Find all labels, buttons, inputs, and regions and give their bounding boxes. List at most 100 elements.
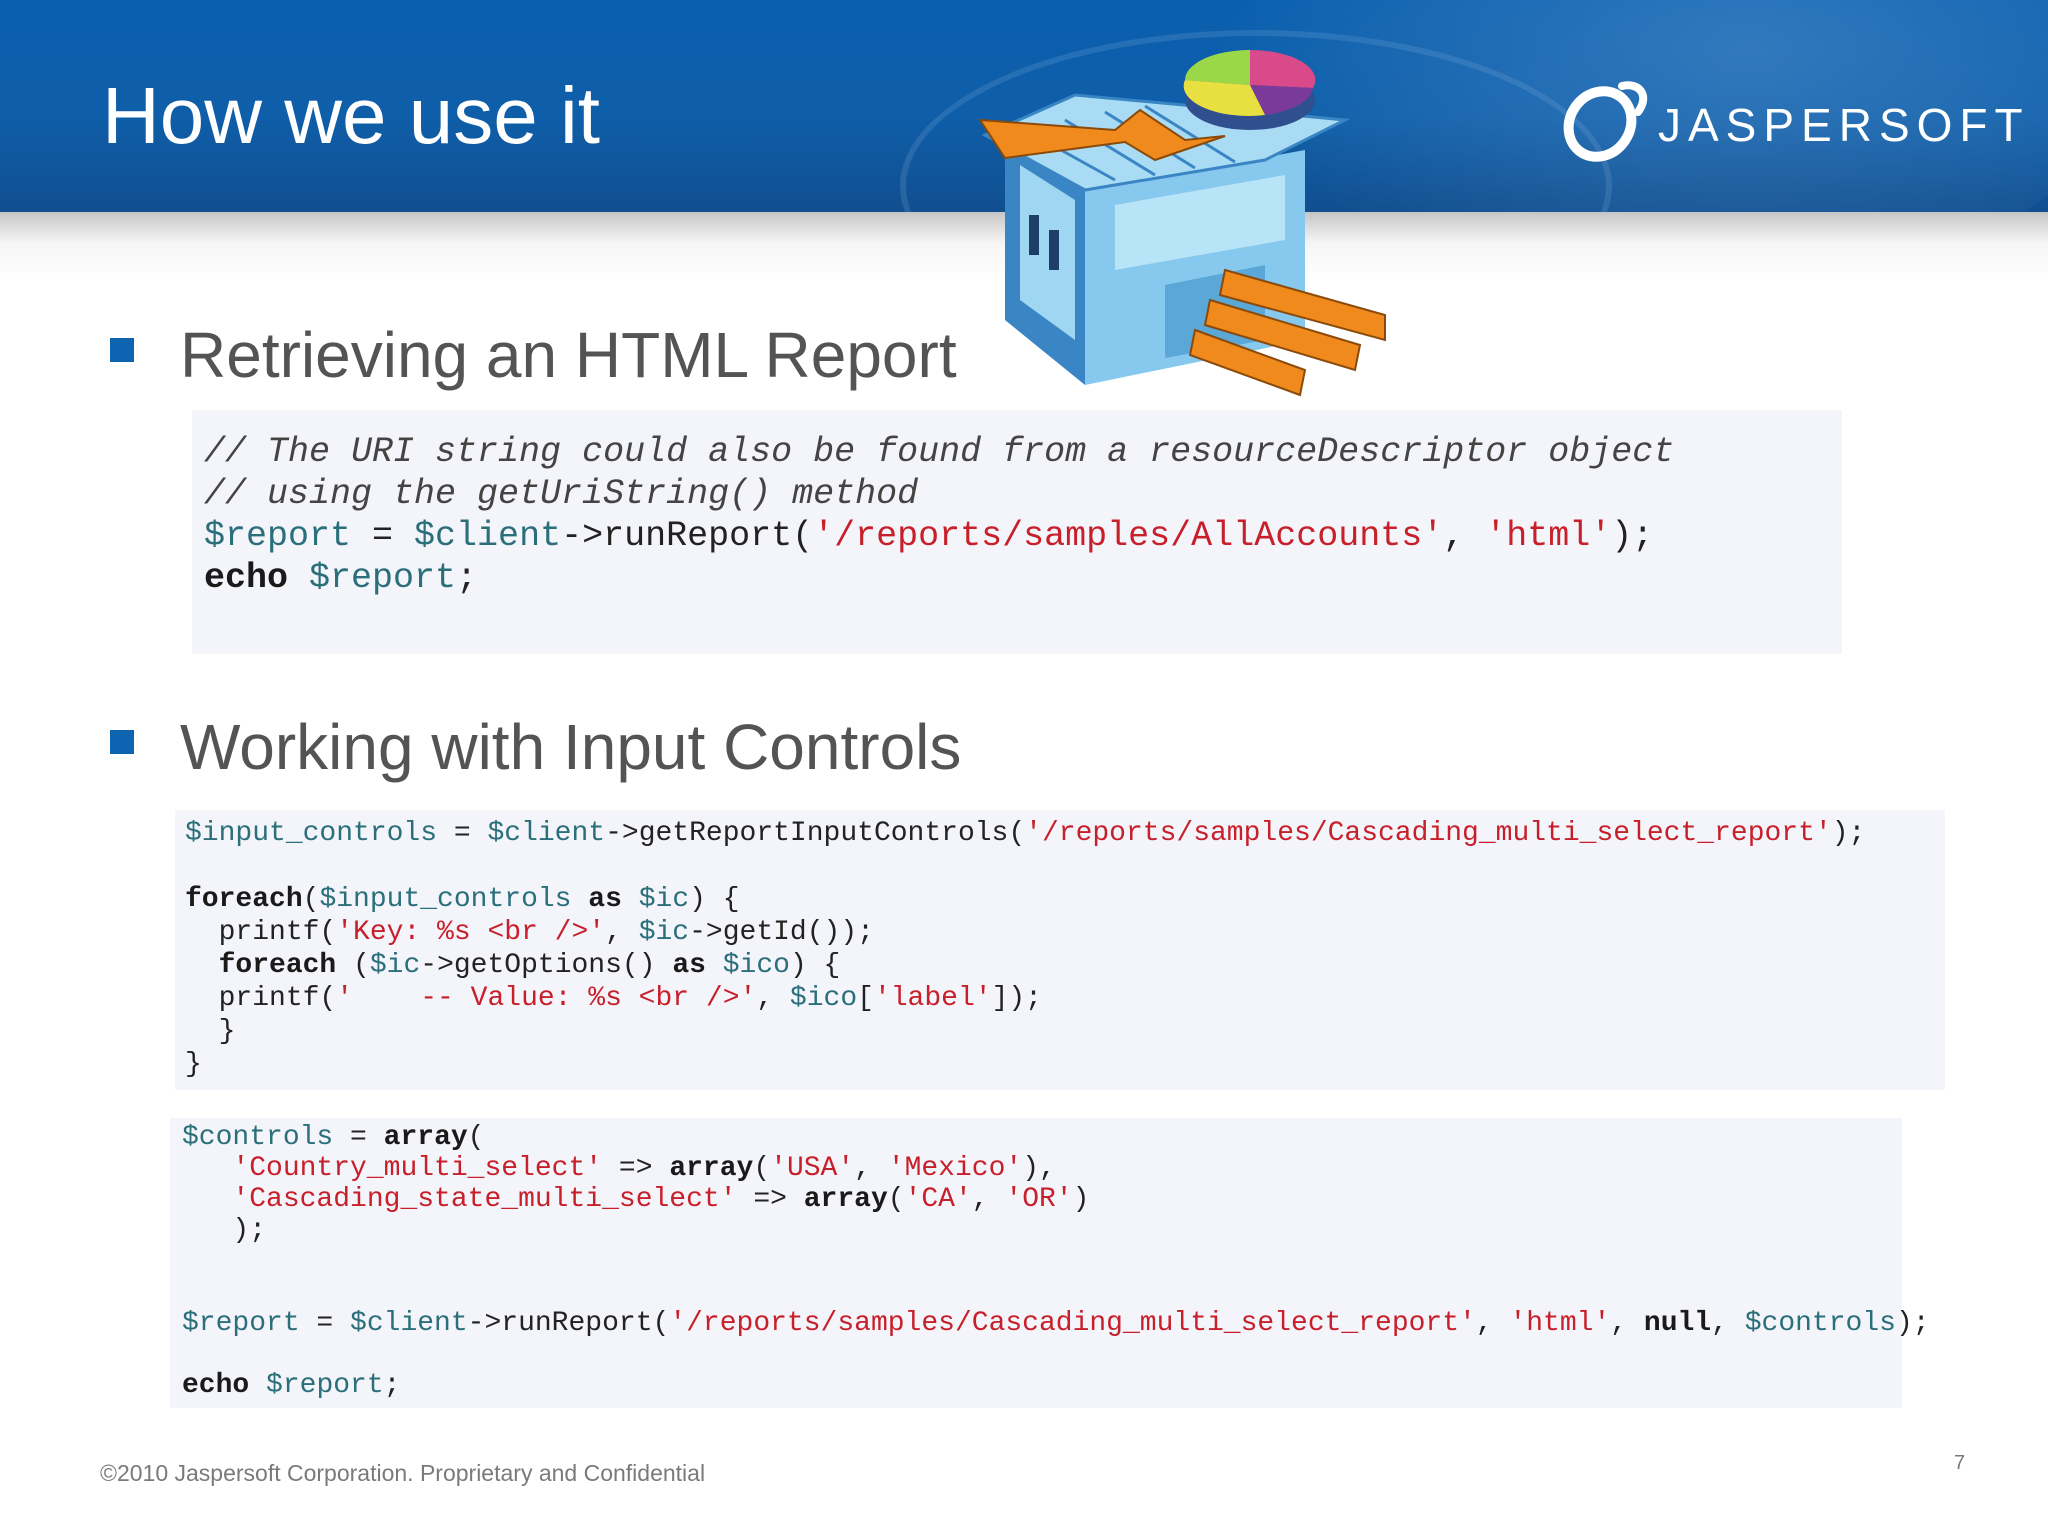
code-token: = (299, 1308, 351, 1339)
code-token: ); (182, 1215, 267, 1246)
code-token: , (854, 1153, 888, 1184)
code-token: echo (204, 558, 289, 598)
code-token: ]); (991, 983, 1042, 1014)
code-token: $report (182, 1308, 300, 1339)
code-token (249, 1370, 266, 1401)
code-token: [ (857, 983, 874, 1014)
code-token: ) (1072, 1184, 1090, 1215)
bullet-retrieving-html-report: Retrieving an HTML Report (180, 319, 957, 391)
code-token: $ic (638, 917, 690, 948)
code-block-input-controls-loop: $input_controls = $client->getReportInpu… (175, 810, 1945, 1090)
code-token: $ico (789, 983, 858, 1014)
code-token: printf( (185, 917, 337, 948)
code-token: 'OR' (1005, 1184, 1073, 1215)
code-token: ->getReportInputControls( (605, 818, 1026, 849)
code-token: 'html' (1509, 1308, 1611, 1339)
code-line: foreach($input_controls as $ic) { (185, 884, 740, 915)
bullet-working-with-input-controls: Working with Input Controls (180, 711, 962, 783)
code-token: array (803, 1184, 888, 1215)
code-token: ; (383, 1370, 401, 1401)
code-token: 'html' (1485, 516, 1612, 556)
code-token: , (1610, 1308, 1644, 1339)
code-token: ->runReport( (467, 1308, 670, 1339)
jaspersoft-logo: JASPERSOFT (1560, 72, 2023, 172)
code-token: as (588, 884, 622, 915)
code-token: $controls (1744, 1308, 1896, 1339)
code-token: 'Key: %s <br />' (336, 917, 606, 948)
code-token: ); (1611, 516, 1654, 556)
code-token: $report (309, 558, 457, 598)
page-number: 7 (1954, 1452, 1966, 1474)
code-line: echo $report; (182, 1370, 400, 1401)
code-token: foreach (218, 950, 337, 981)
code-token: 'Cascading_state_multi_select' (232, 1184, 737, 1215)
code-token: = (333, 1122, 384, 1153)
code-token: , (1443, 516, 1486, 556)
code-token: ' -- Value: %s <br />' (336, 983, 757, 1014)
code-token: $client (487, 818, 606, 849)
code-token: , (756, 983, 790, 1014)
code-token: '/reports/samples/Cascading_multi_select… (669, 1308, 1476, 1339)
logo-swirl-icon (1563, 81, 1648, 162)
code-token: '/reports/samples/AllAccounts' (813, 516, 1444, 556)
code-token: , (971, 1184, 1006, 1215)
code-line: echo $report; (204, 558, 477, 598)
code-token: printf( (185, 983, 337, 1014)
code-token: 'USA' (770, 1153, 855, 1184)
code-line: } (185, 1016, 236, 1047)
code-token: ( (753, 1153, 771, 1184)
code-line: $controls = array( (182, 1122, 484, 1153)
code-token (706, 950, 723, 981)
code-token: } (185, 1049, 202, 1080)
code-line: foreach ($ic->getOptions() as $ico) { (185, 950, 841, 981)
code-line: 'Country_multi_select' => array('USA', '… (182, 1153, 1056, 1184)
code-line: // using the getUriString() method (204, 474, 918, 514)
code-token: null (1643, 1308, 1712, 1339)
code-token: ) { (789, 950, 841, 981)
code-token: ->getOptions() (420, 950, 673, 981)
code-token: , (605, 917, 639, 948)
code-token: => (736, 1184, 804, 1215)
code-token (288, 558, 309, 598)
bullet-marker-2 (110, 730, 134, 754)
code-token: $report (204, 516, 352, 556)
code-token: // using the getUriString() method (204, 474, 919, 514)
header-band: How we use it JASPERSOFT (0, 0, 2048, 212)
code-line: 'Cascading_state_multi_select' => array(… (182, 1184, 1089, 1215)
code-token: 'CA' (904, 1184, 972, 1215)
code-token: ->runReport( (561, 516, 814, 556)
code-token: , (1475, 1308, 1510, 1339)
code-token: ( (887, 1184, 905, 1215)
code-token: echo (182, 1370, 250, 1401)
code-line: printf('Key: %s <br />', $ic->getId()); (185, 917, 874, 948)
code-line: $input_controls = $client->getReportInpu… (185, 818, 1865, 849)
bullet-marker-1 (110, 338, 134, 362)
code-token: ); (1895, 1308, 1930, 1339)
code-line: $report = $client->runReport('/reports/s… (182, 1308, 1930, 1339)
code-token: $client (350, 1308, 468, 1339)
code-block-html-report: // The URI string could also be found fr… (192, 410, 1842, 654)
code-token: $ico (722, 950, 790, 981)
code-token: = (351, 516, 415, 556)
code-token: $client (414, 516, 562, 556)
code-token: $report (266, 1370, 384, 1401)
code-token: // The URI string could also be found fr… (204, 432, 1675, 472)
code-token: as (672, 950, 706, 981)
code-token: ) { (689, 884, 740, 915)
slide-title: How we use it (102, 71, 600, 160)
code-token: $input_controls (319, 884, 572, 915)
code-token (185, 950, 219, 981)
code-token: '/reports/samples/Cascading_multi_select… (1025, 818, 1832, 849)
code-line: $report = $client->runReport('/reports/s… (204, 516, 1653, 556)
code-token: $input_controls (185, 818, 438, 849)
code-line: printf(' -- Value: %s <br />', $ico['lab… (185, 983, 1042, 1014)
footer-copyright: ©2010 Jaspersoft Corporation. Proprietar… (100, 1460, 706, 1486)
code-token: = (437, 818, 488, 849)
code-token: 'Country_multi_select' (232, 1153, 603, 1184)
code-token: ), (1022, 1153, 1056, 1184)
code-token (182, 1184, 232, 1215)
code-token: ->getId()); (689, 917, 874, 948)
code-token: , (1711, 1308, 1745, 1339)
code-token: ( (336, 950, 370, 981)
